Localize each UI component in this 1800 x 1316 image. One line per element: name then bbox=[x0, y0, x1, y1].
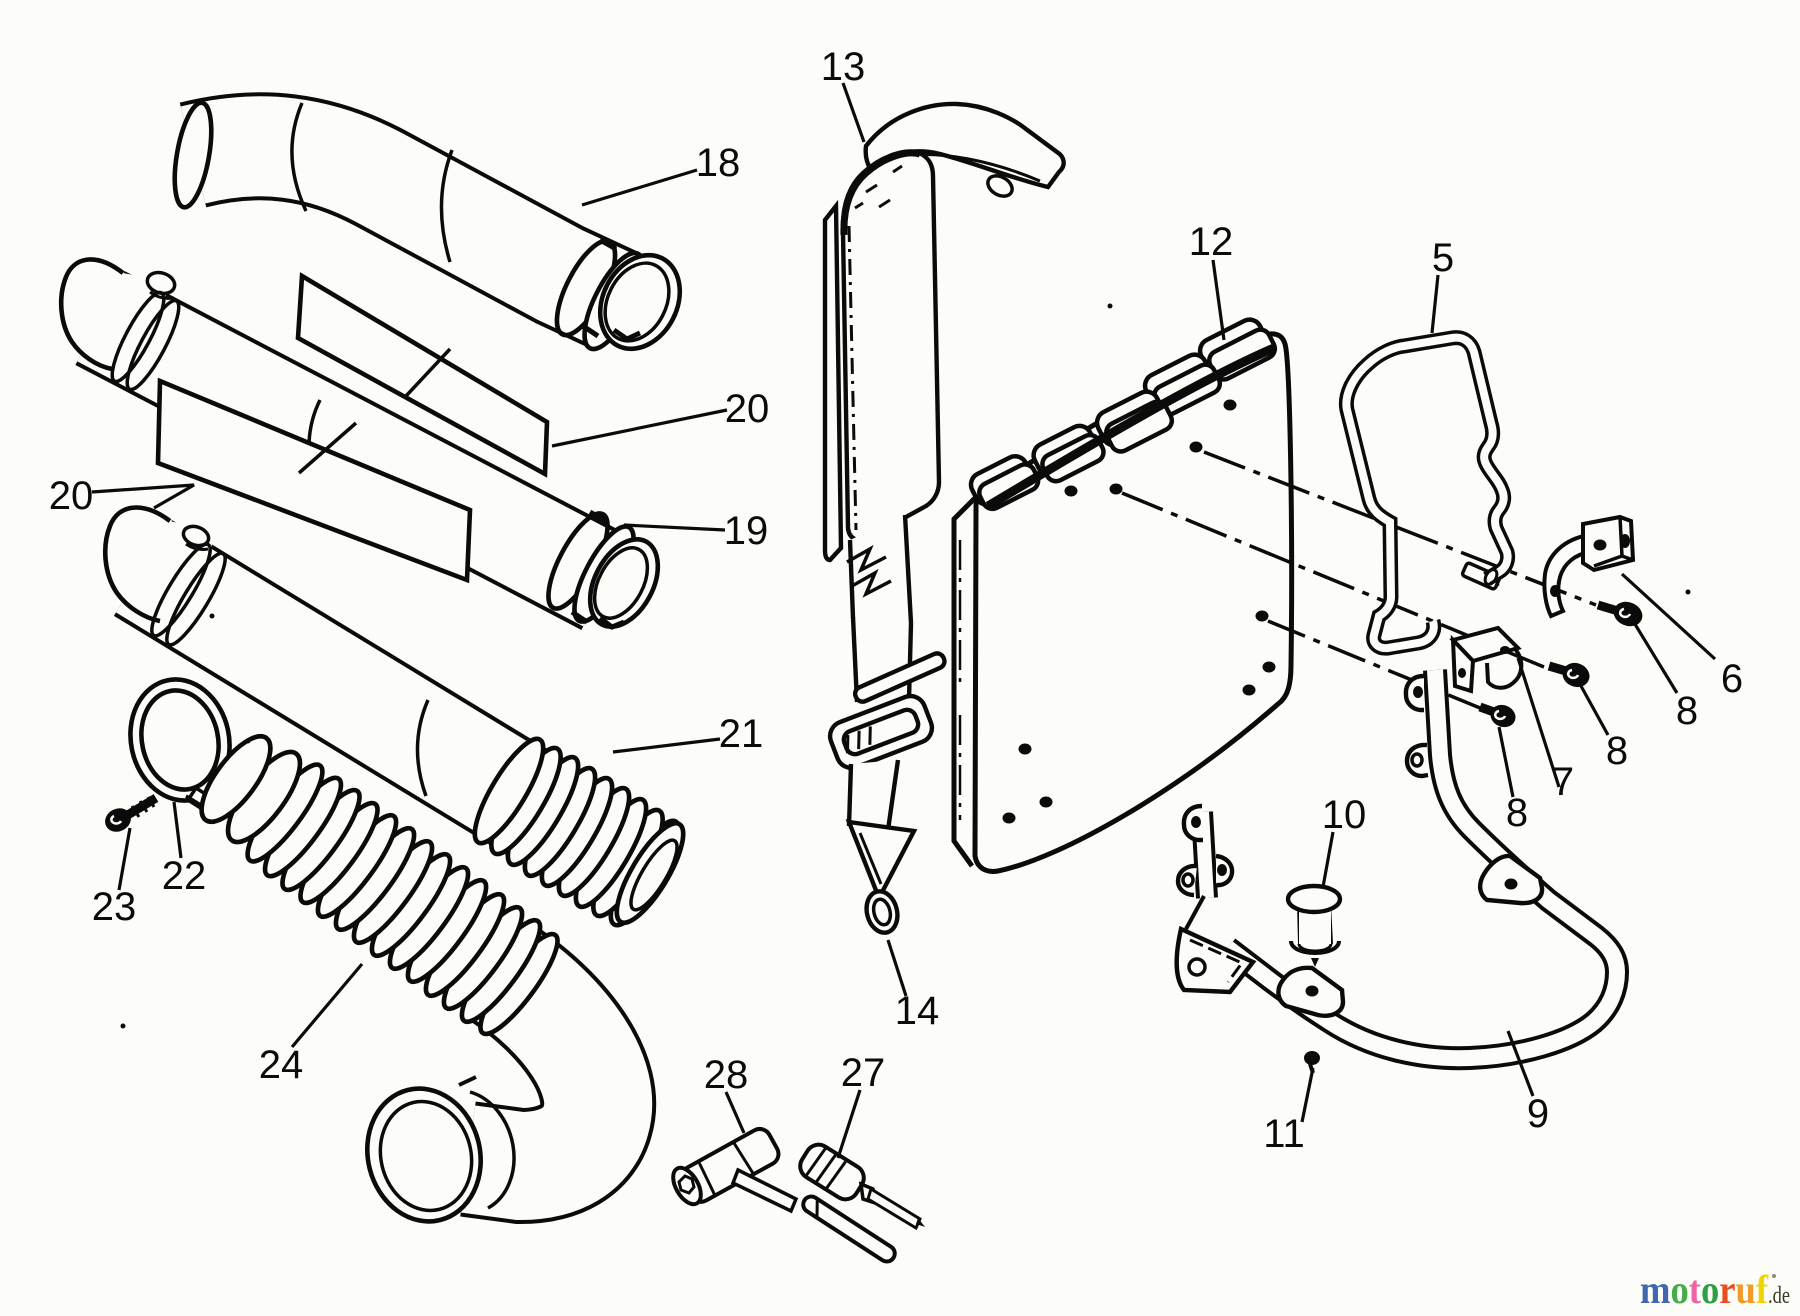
svg-text:5: 5 bbox=[1432, 236, 1454, 280]
svg-text:10: 10 bbox=[1322, 793, 1367, 837]
svg-text:8: 8 bbox=[1506, 791, 1528, 835]
svg-text:20: 20 bbox=[725, 387, 770, 431]
svg-text:8: 8 bbox=[1606, 729, 1628, 773]
svg-text:motoruf: motoruf bbox=[1640, 1267, 1769, 1312]
svg-text:27: 27 bbox=[841, 1051, 886, 1095]
svg-text:19: 19 bbox=[724, 509, 769, 553]
svg-text:23: 23 bbox=[92, 885, 137, 929]
svg-text:11: 11 bbox=[1263, 1112, 1305, 1156]
svg-text:28: 28 bbox=[704, 1053, 749, 1097]
svg-text:13: 13 bbox=[821, 45, 866, 89]
svg-text:21: 21 bbox=[719, 712, 764, 756]
svg-text:22: 22 bbox=[162, 854, 207, 898]
svg-text:6: 6 bbox=[1721, 657, 1743, 701]
svg-text:.de: .de bbox=[1768, 1283, 1790, 1309]
svg-text:20: 20 bbox=[49, 474, 94, 518]
svg-text:24: 24 bbox=[259, 1043, 304, 1087]
svg-text:8: 8 bbox=[1676, 689, 1698, 733]
svg-text:18: 18 bbox=[696, 141, 741, 185]
svg-text:12: 12 bbox=[1189, 220, 1234, 264]
svg-text:7: 7 bbox=[1552, 760, 1574, 804]
svg-text:9: 9 bbox=[1527, 1092, 1549, 1136]
svg-text:14: 14 bbox=[895, 989, 940, 1033]
